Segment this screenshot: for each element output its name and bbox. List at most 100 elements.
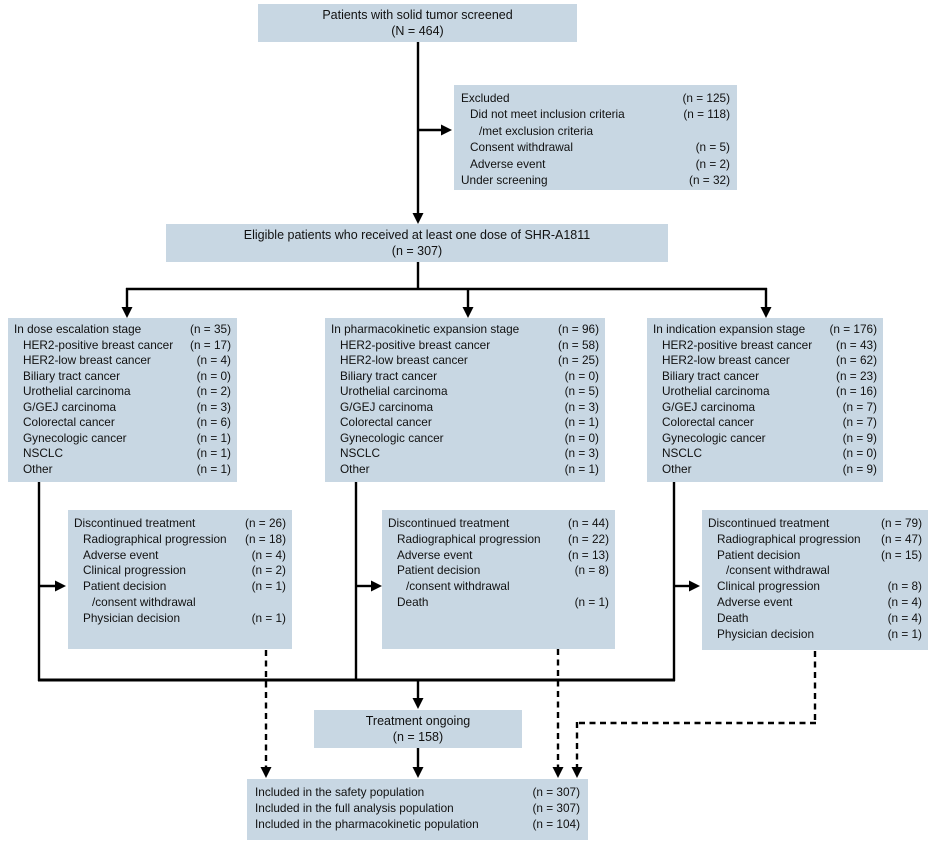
flow-row: Included in the safety population(n = 30… — [255, 785, 580, 801]
flow-row: /consent withdrawal — [708, 563, 922, 579]
row-label: Adverse event — [470, 156, 546, 171]
flow-row: /met exclusion criteria — [461, 123, 730, 139]
row-value: (n = 16) — [836, 384, 877, 398]
row-value: (n = 4) — [251, 547, 286, 562]
row-label: Clinical progression — [717, 579, 820, 594]
flow-row: Urothelial carcinoma(n = 2) — [14, 384, 231, 400]
arrowhead-down-icon — [412, 767, 424, 778]
arrowhead-down-icon — [121, 307, 133, 318]
flow-row: HER2-low breast cancer(n = 4) — [14, 353, 231, 369]
row-label: Discontinued treatment — [708, 516, 830, 530]
row-value: (n = 7) — [842, 415, 877, 429]
flow-row: Death(n = 4) — [708, 611, 922, 627]
row-label: NSCLC — [23, 446, 63, 460]
row-value: (n = 3) — [564, 399, 599, 414]
row-value: (n = 1) — [196, 446, 231, 460]
row-value: (n = 23) — [836, 368, 877, 383]
row-value: (n = 22) — [568, 531, 609, 546]
row-label: Colorectal cancer — [23, 415, 115, 429]
flow-row: Adverse event (n = 2) — [461, 156, 730, 172]
row-value: (n = 2) — [196, 384, 231, 398]
row-label: Physician decision — [83, 610, 181, 625]
arrowhead-right-icon — [441, 124, 452, 136]
flow-row: Clinical progression(n = 8) — [708, 579, 922, 595]
row-label: /consent withdrawal — [406, 579, 510, 594]
flow-row: Colorectal cancer (n = 6) — [14, 415, 231, 431]
row-label: Did not meet inclusion criteria — [470, 107, 625, 122]
screened-box: Patients with solid tumor screened (N = … — [258, 4, 577, 42]
row-label: Gynecologic cancer — [662, 430, 766, 445]
row-label: Other — [340, 461, 370, 476]
arrowhead-group — [55, 124, 772, 778]
flow-row: Biliary tract cancer (n = 23) — [653, 369, 877, 385]
row-value — [605, 579, 609, 595]
row-label: Patient decision — [397, 563, 481, 578]
arrowhead-down-icon — [462, 307, 474, 318]
arrowhead-down-icon — [412, 698, 424, 709]
row-label: HER2-positive breast cancer — [662, 337, 813, 352]
row-value: (n = 1) — [564, 415, 599, 429]
arrowhead-right-icon — [689, 580, 700, 592]
row-value: (n = 3) — [196, 399, 231, 414]
flow-row: NSCLC(n = 3) — [331, 446, 599, 462]
flow-row: Urothelial carcinoma(n = 5) — [331, 384, 599, 400]
row-value: (n = 0) — [564, 430, 599, 445]
row-label: G/GEJ carcinoma — [340, 399, 434, 414]
row-label: Gynecologic cancer — [340, 430, 444, 445]
flow-row: In dose escalation stage(n = 35) — [14, 322, 231, 338]
row-value: (n = 13) — [568, 547, 609, 562]
row-value — [918, 563, 922, 579]
row-value: (n = 44) — [568, 516, 609, 530]
flow-row: G/GEJ carcinoma(n = 7) — [653, 400, 877, 416]
row-label: In indication expansion stage — [653, 322, 806, 336]
flow-row: Excluded(n = 125) — [461, 90, 730, 106]
row-value: (n = 9) — [842, 430, 877, 445]
row-label: Death — [717, 610, 749, 625]
row-value: (n = 125) — [682, 91, 730, 105]
row-value: (n = 18) — [245, 531, 286, 546]
row-value: (n = 5) — [695, 140, 730, 155]
flow-row: Other(n = 1) — [14, 462, 231, 478]
row-label: Under screening — [461, 173, 548, 188]
solid-connector-group — [37, 42, 768, 769]
row-label: HER2-positive breast cancer — [340, 337, 491, 352]
row-value: (n = 6) — [196, 415, 231, 429]
flow-row: Did not meet inclusion criteria(n = 118) — [461, 106, 730, 122]
arrowhead-down-icon — [260, 767, 272, 778]
row-value: (n = 0) — [196, 368, 231, 383]
row-value: (n = 96) — [558, 322, 599, 336]
eligible-count: (n = 307) — [391, 244, 443, 258]
row-value: (n = 47) — [881, 531, 922, 546]
flow-row: Adverse event (n = 13) — [388, 548, 609, 564]
row-value: (n = 1) — [251, 579, 286, 594]
row-label: /consent withdrawal — [726, 563, 830, 578]
flow-row: Adverse event(n = 4) — [74, 548, 286, 564]
flow-row: In indication expansion stage(n = 176) — [653, 322, 877, 338]
discontinued-pk-expansion-box: Discontinued treatment(n = 44) Radiograp… — [382, 510, 615, 649]
ongoing-count: (n = 158) — [392, 730, 444, 744]
row-value: (n = 2) — [695, 156, 730, 171]
row-value: (n = 0) — [564, 368, 599, 383]
flow-row: Other(n = 1) — [331, 462, 599, 478]
eligible-box: Eligible patients who received at least … — [166, 224, 668, 262]
flow-row: G/GEJ carcinoma (n = 3) — [14, 400, 231, 416]
arrowhead-right-icon — [371, 580, 382, 592]
row-label: Patient decision — [717, 547, 801, 562]
row-value: (n = 43) — [836, 337, 877, 352]
row-value: (n = 32) — [689, 173, 730, 188]
row-label: Biliary tract cancer — [662, 368, 760, 383]
row-label: Biliary tract cancer — [340, 368, 438, 383]
arrowhead-down-icon — [552, 767, 564, 778]
row-label: Included in the full analysis population — [255, 800, 454, 815]
flow-row: HER2-positive breast cancer(n = 17) — [14, 338, 231, 354]
row-value: (n = 1) — [196, 430, 231, 445]
row-label: Adverse event — [397, 547, 473, 562]
row-label: G/GEJ carcinoma — [662, 399, 756, 414]
row-label: Radiographical progression — [717, 531, 861, 546]
row-label: HER2-low breast cancer — [662, 353, 790, 367]
row-label: Gynecologic cancer — [23, 430, 127, 445]
flow-row: NSCLC(n = 0) — [653, 446, 877, 462]
row-value: (n = 1) — [196, 461, 231, 476]
row-label: G/GEJ carcinoma — [23, 399, 117, 414]
row-value: (n = 307) — [532, 785, 580, 799]
